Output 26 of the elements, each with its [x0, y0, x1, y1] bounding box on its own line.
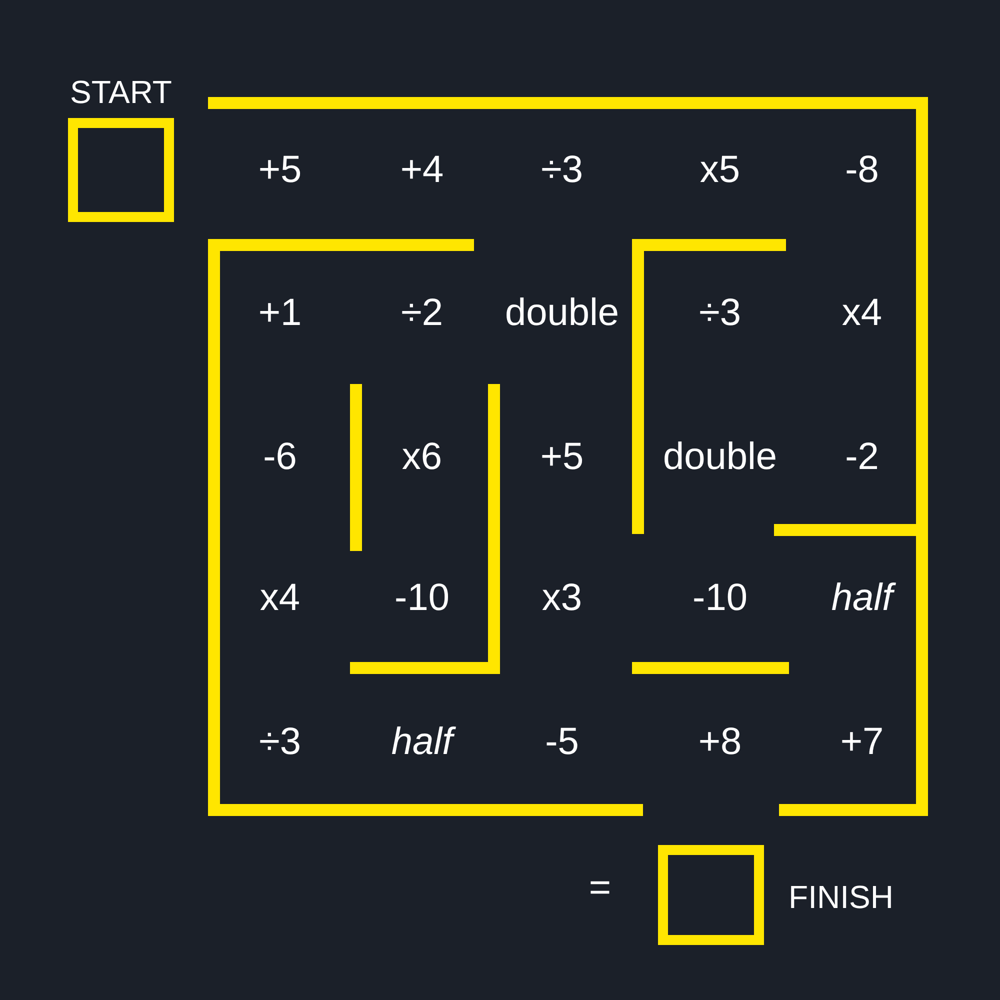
- maze-operation: +1: [258, 294, 302, 332]
- maze-operation: ÷2: [401, 294, 443, 332]
- maze-operation: ÷3: [699, 294, 741, 332]
- maze-operation: +4: [400, 151, 444, 189]
- maze-operation: x3: [542, 579, 582, 617]
- maze-operation: -10: [394, 579, 450, 617]
- maze-operation: ÷3: [541, 151, 583, 189]
- maze-operation: -2: [845, 438, 879, 476]
- maze-operation: double: [662, 438, 778, 476]
- maze-operation: ÷3: [259, 723, 301, 761]
- maze-operation: x5: [700, 151, 740, 189]
- equals-sign: =: [588, 869, 612, 907]
- maze-operation: +7: [840, 723, 884, 761]
- finish-label: FINISH: [788, 881, 894, 913]
- maze-operation: double: [504, 294, 620, 332]
- maze-operation: -5: [545, 723, 579, 761]
- maze-operation: +8: [698, 723, 742, 761]
- maze-operation: -6: [263, 438, 297, 476]
- maze-operation: -10: [692, 579, 748, 617]
- maze-operation: +5: [540, 438, 584, 476]
- maze-operation: x4: [260, 579, 300, 617]
- maze-operation: +5: [258, 151, 302, 189]
- maze-operation: x6: [402, 438, 442, 476]
- maze-operation: -8: [845, 151, 879, 189]
- maze-operation: x4: [842, 294, 882, 332]
- start-label: START: [70, 76, 172, 108]
